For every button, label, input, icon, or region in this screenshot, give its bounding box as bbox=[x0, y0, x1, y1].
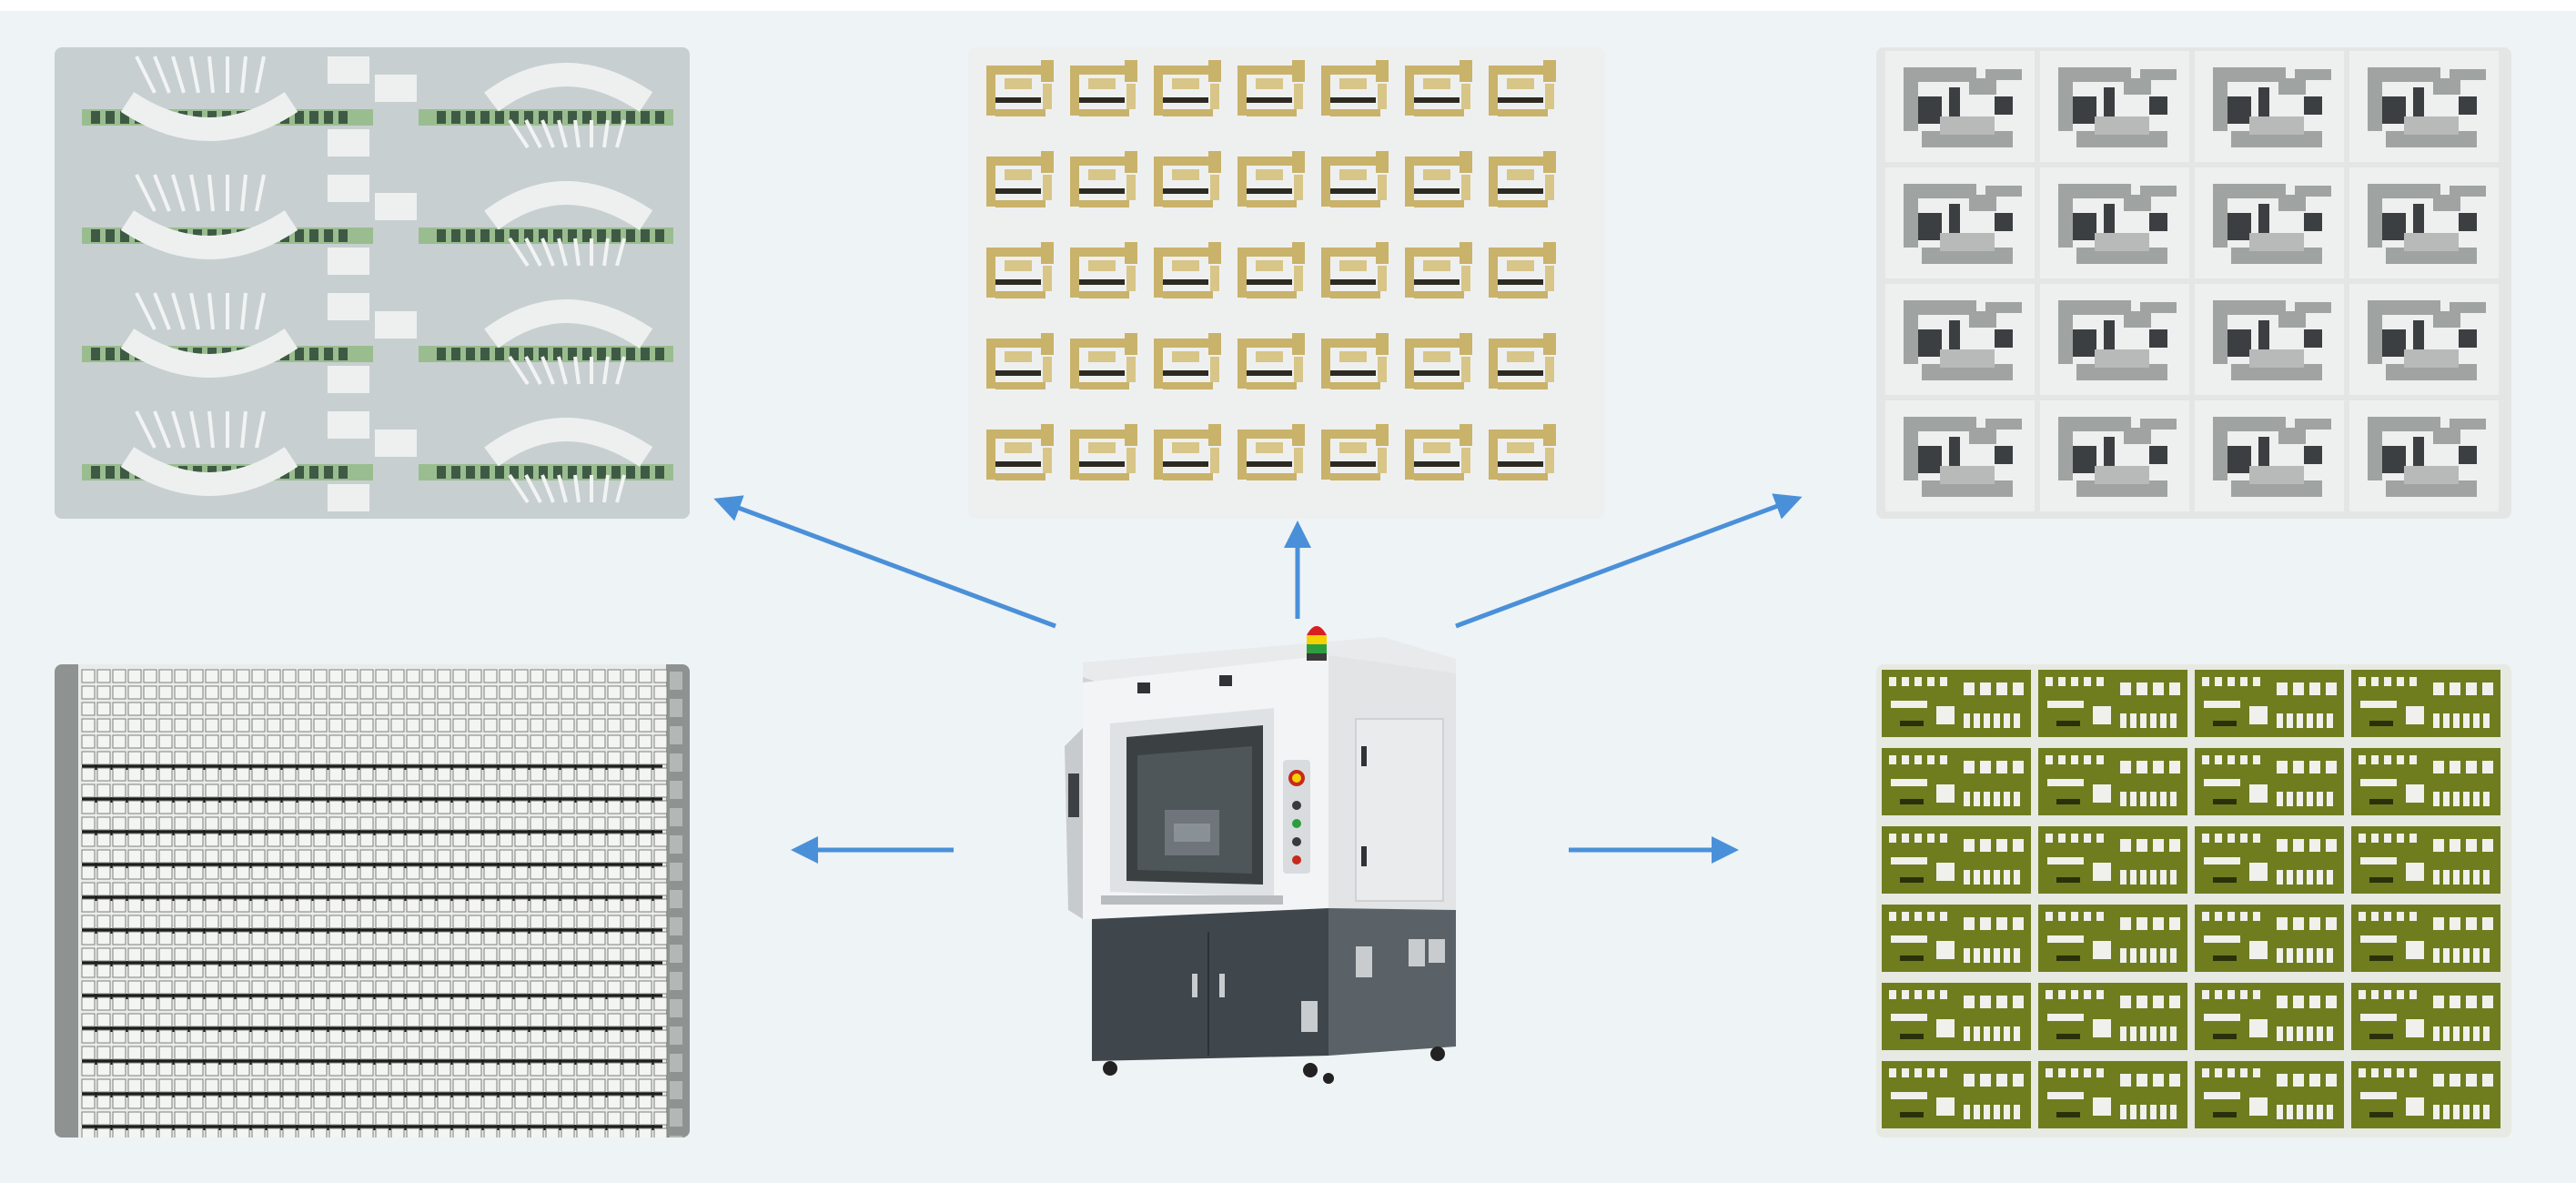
panel-bottom-right-green-board bbox=[1876, 664, 2511, 1138]
panel-bottom-left-ceramic-grid bbox=[55, 664, 690, 1138]
laser-cutting-machine bbox=[1056, 619, 1474, 1128]
panel-top-left-ceramic-silver bbox=[55, 47, 690, 519]
panel-top-right-ceramic-dark bbox=[1876, 47, 2511, 519]
panel-top-center-ceramic-gold bbox=[968, 47, 1605, 519]
